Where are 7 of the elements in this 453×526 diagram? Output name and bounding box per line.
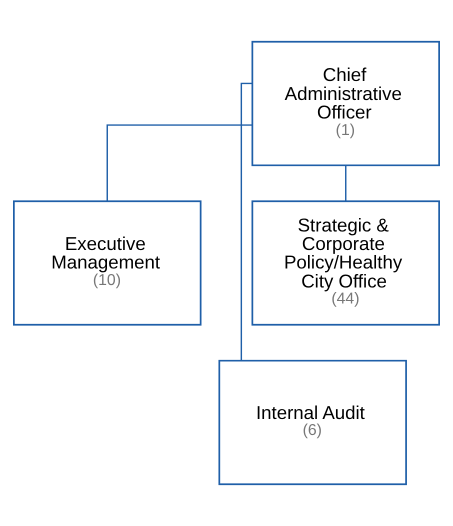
connector: [345, 166, 346, 201]
node-box: Chief Administrative Officer (1): [252, 40, 440, 166]
node-box: Executive Management (10): [13, 200, 202, 326]
node-box: Internal Audit (6): [218, 360, 407, 486]
node-box: Strategic & Corporate Policy/Healthy City Office (44): [252, 200, 440, 326]
connector: [106, 124, 252, 201]
connector: [240, 82, 252, 361]
